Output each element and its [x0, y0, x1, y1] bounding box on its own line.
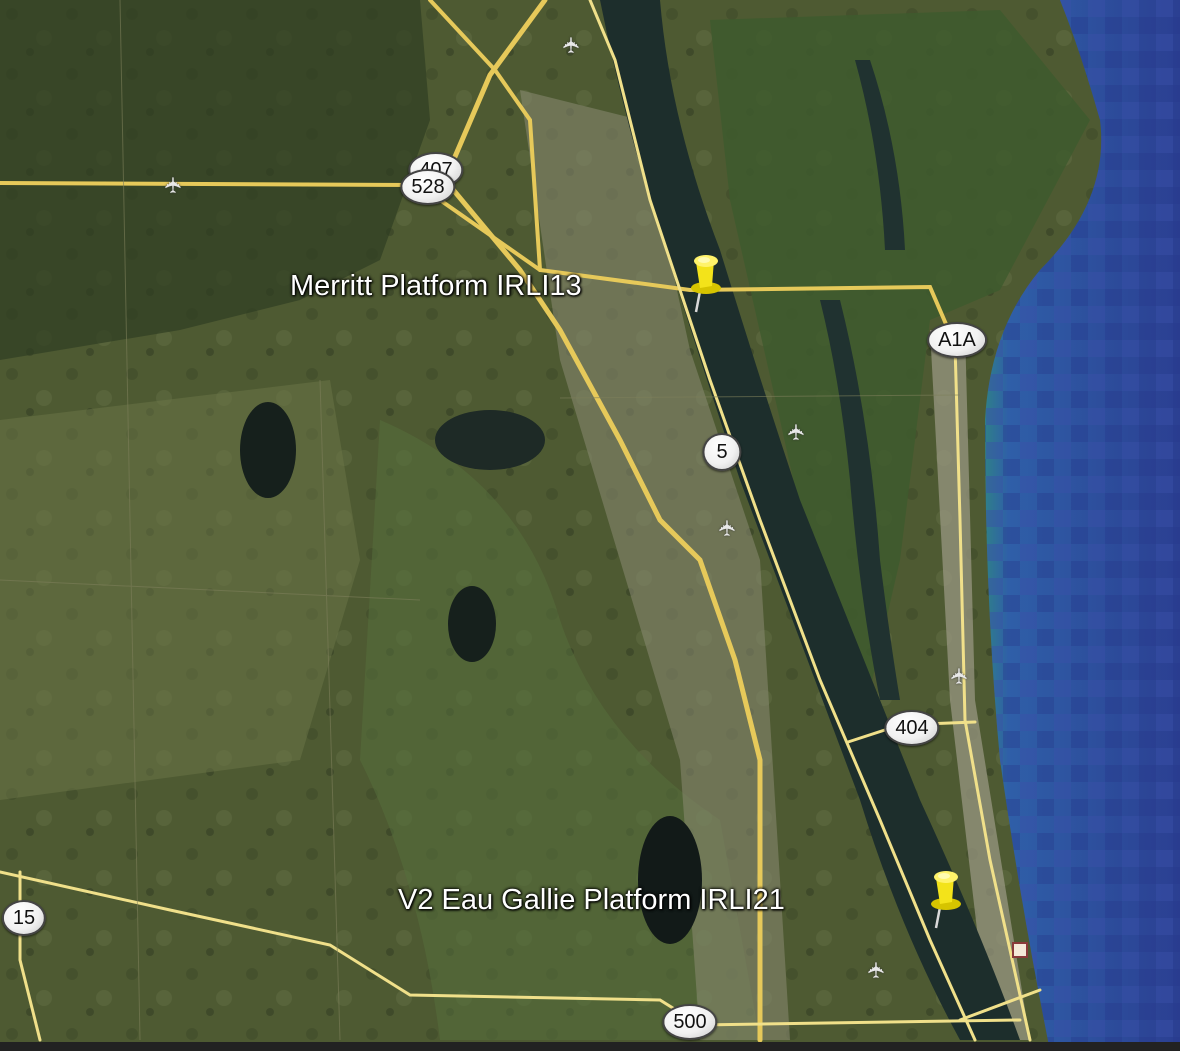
farmland-area [0, 380, 360, 800]
route-shield-528[interactable]: 528 [400, 169, 456, 205]
route-shield-5[interactable]: 5 [702, 433, 742, 471]
airport-icon[interactable]: ✈ [864, 960, 889, 980]
lake [435, 410, 545, 470]
airport-icon[interactable]: ✈ [559, 35, 584, 55]
airport-icon[interactable]: ✈ [715, 518, 740, 538]
banana-river [855, 60, 905, 250]
route-shield-a1a[interactable]: A1A [927, 322, 987, 358]
barrier-island [930, 330, 1030, 1040]
lake [240, 402, 296, 498]
airport-icon[interactable]: ✈ [784, 422, 809, 442]
placemark-label-eau-gallie[interactable]: V2 Eau Gallie Platform IRLI21 [398, 884, 785, 916]
yellow-pushpin-icon[interactable] [922, 868, 972, 932]
route-shield-404[interactable]: 404 [884, 710, 940, 746]
urban-area [520, 90, 790, 1040]
lake [448, 586, 496, 662]
route-shield-15[interactable]: 15 [1, 900, 47, 936]
airport-icon[interactable]: ✈ [947, 666, 972, 686]
road-us1 [588, 0, 977, 1042]
route-shield-500[interactable]: 500 [662, 1004, 718, 1040]
placemark-label-merritt[interactable]: Merritt Platform IRLI13 [290, 270, 582, 302]
lake [638, 816, 702, 944]
point-of-interest-icon[interactable] [1012, 942, 1028, 958]
road-407 [428, 0, 542, 272]
road-i95 [442, 0, 763, 1043]
forest-area [0, 0, 430, 360]
road-east [958, 988, 1042, 1022]
yellow-pushpin-icon[interactable] [682, 252, 732, 316]
road-a1a [953, 343, 1032, 1042]
banana-river [820, 300, 900, 700]
map-bottom-bar [0, 1042, 1180, 1051]
airport-icon[interactable]: ✈ [161, 175, 186, 195]
